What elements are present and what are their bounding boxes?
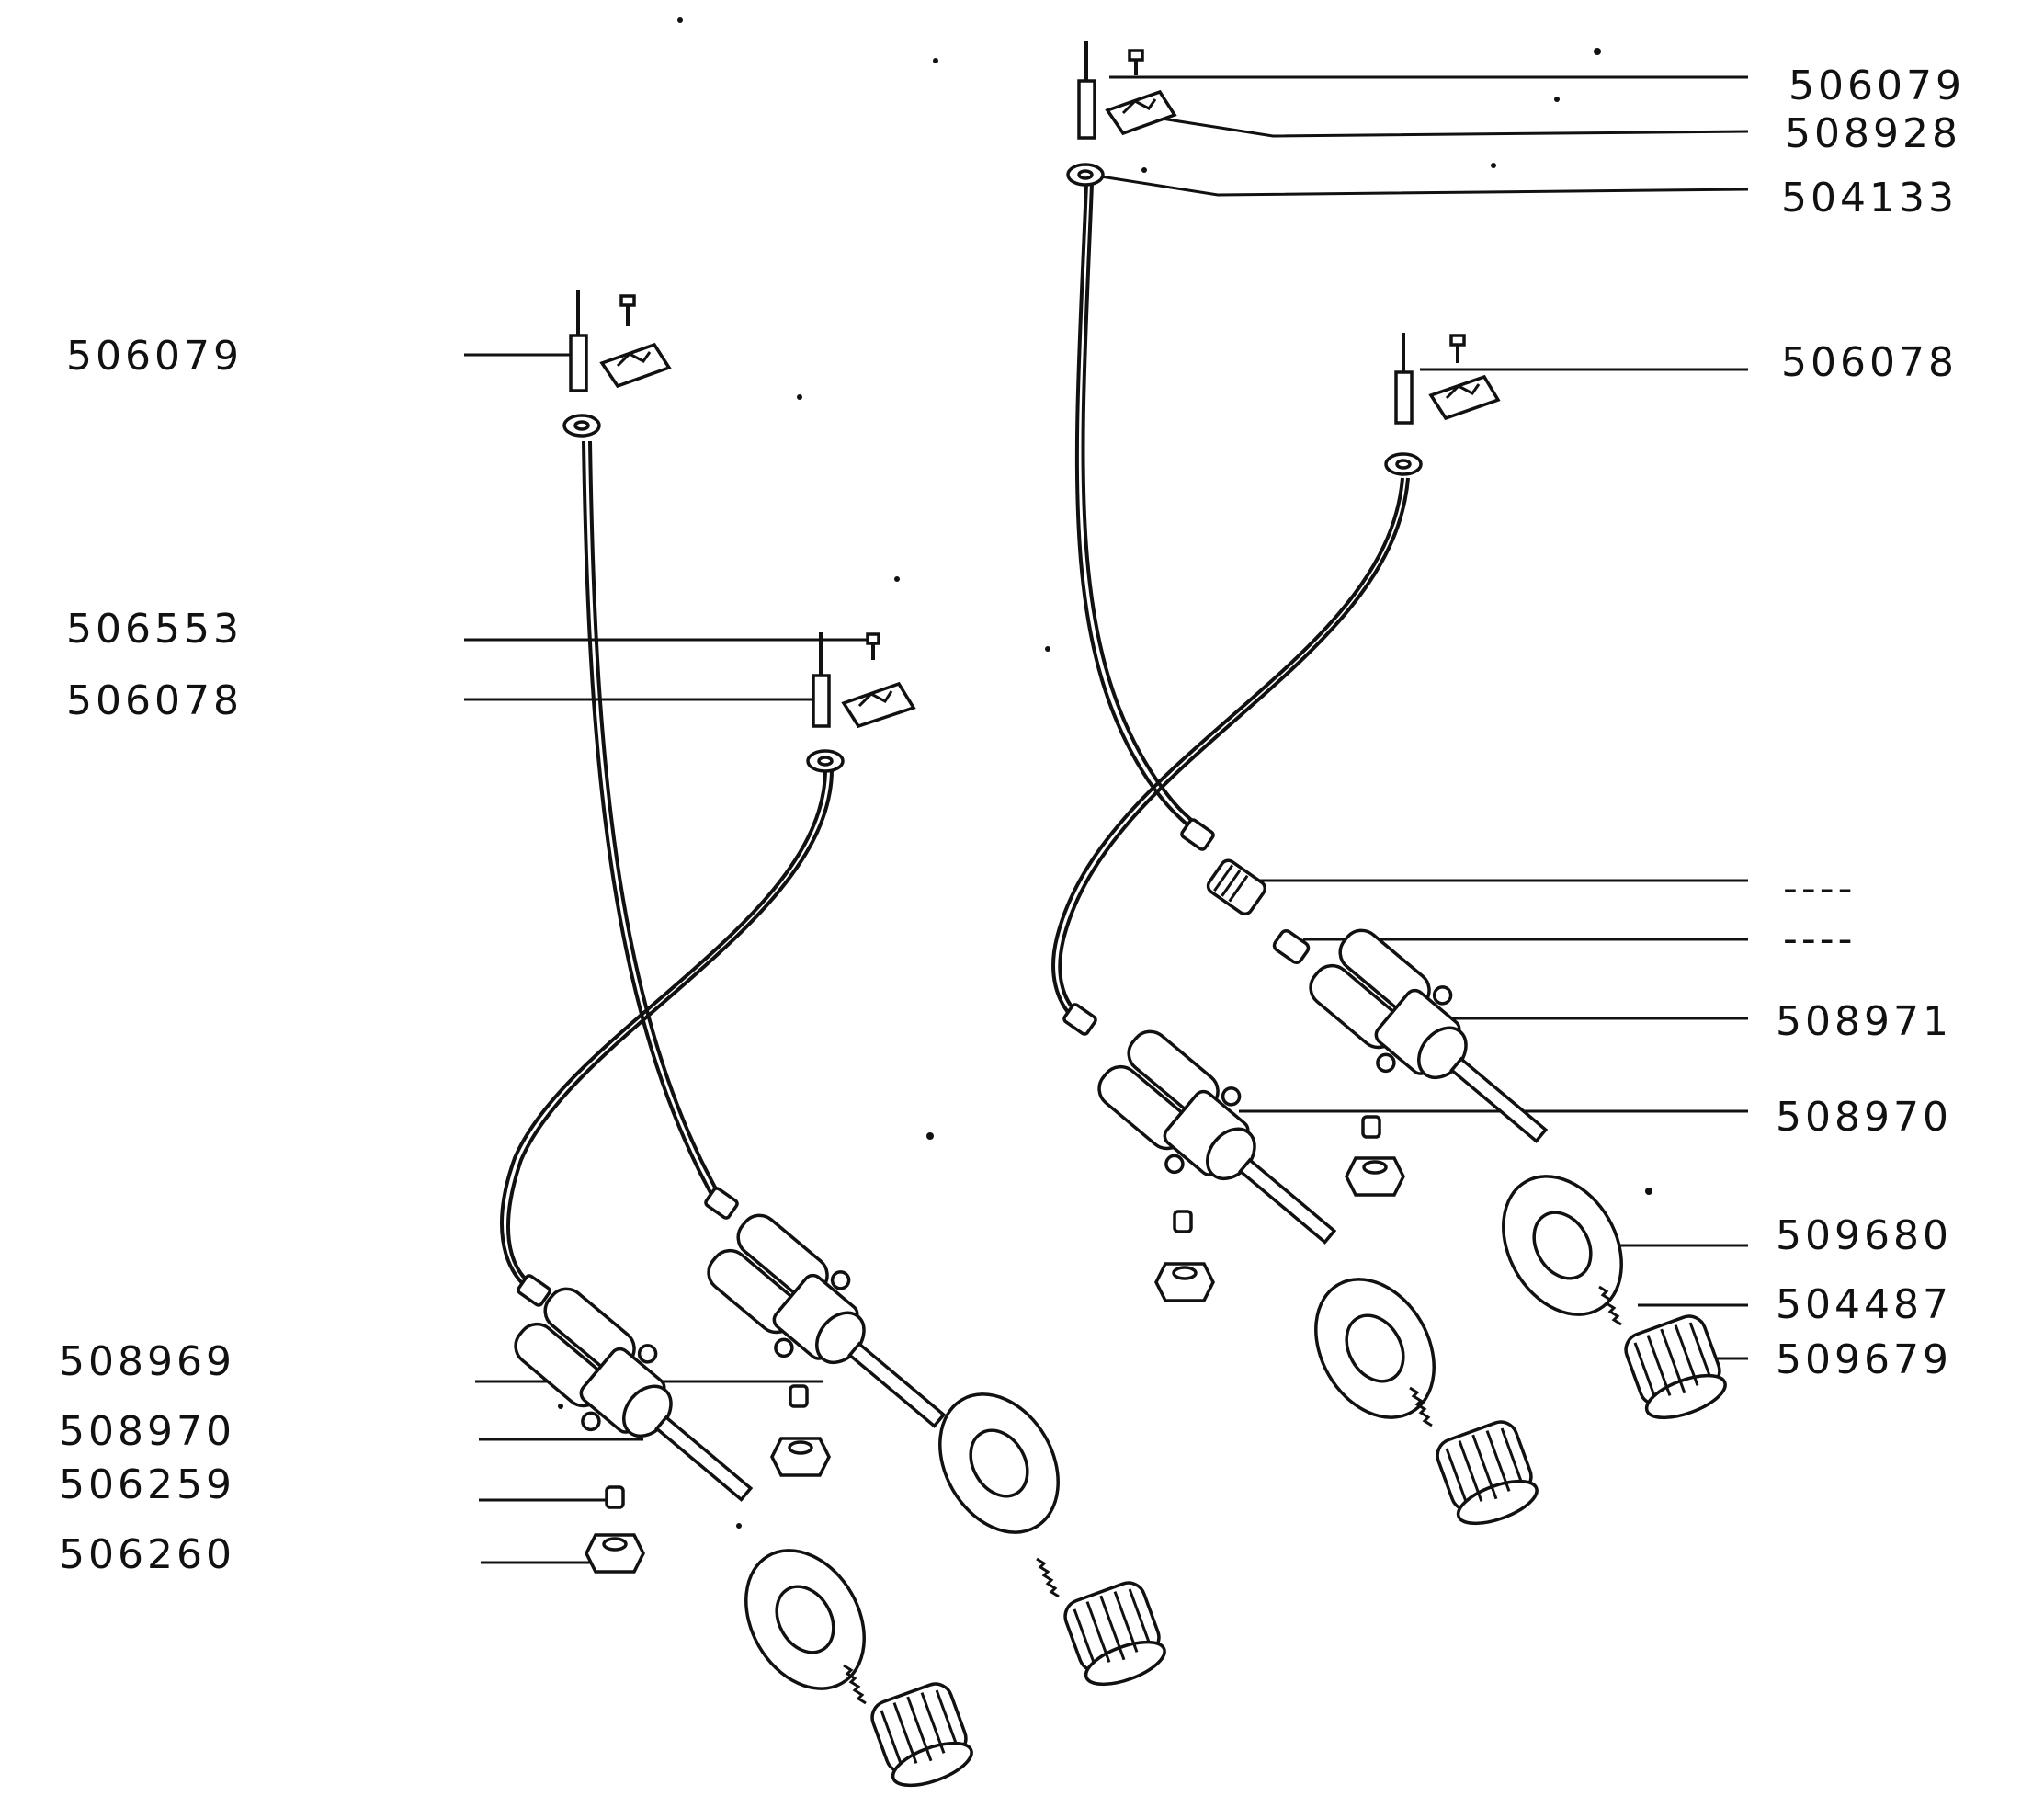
scan-speckles (558, 17, 1652, 1529)
cable-connectors (517, 818, 1311, 1307)
nuts-and-jets (585, 1115, 1405, 1574)
leader-line-508928 (1143, 114, 1749, 138)
part-label-506079-right: 506079 (1788, 63, 1965, 109)
clip-left-1 (599, 342, 672, 389)
part-label-508970-left: 508970 (59, 1408, 235, 1455)
nut-right-front (1154, 1262, 1215, 1302)
part-label-509679: 509679 (1776, 1336, 1952, 1383)
clip-left-2 (841, 681, 916, 729)
cable-right-b-2 (1058, 477, 1410, 1017)
clip-right-2-slot (1445, 383, 1481, 400)
bezel-plates (744, 1175, 1623, 1690)
part-label-504133: 504133 (1781, 175, 1958, 222)
probe-parts (562, 49, 1501, 773)
part-label-508969: 508969 (59, 1338, 235, 1385)
clip-right-1 (1105, 89, 1177, 136)
washer-left-1-hole (573, 420, 590, 431)
bezel-left-front (744, 1549, 866, 1690)
nut-right-back (1345, 1156, 1405, 1197)
connector-right-b (1062, 1003, 1097, 1036)
valve-right-front (1097, 1029, 1337, 1245)
screw-right-2 (1449, 334, 1466, 363)
probe-body-left-1 (569, 334, 588, 392)
part-label-508970-right: 508970 (1776, 1094, 1952, 1141)
clip-right-1-slot (1121, 98, 1157, 115)
part-label-508928: 508928 (1785, 110, 1961, 157)
connector-left-a (704, 1187, 739, 1220)
spring-right-back (1598, 1285, 1622, 1326)
cable-left-b (500, 767, 828, 1293)
leader-line-504133 (1088, 173, 1749, 197)
part-label-dash-1: ---- (1783, 865, 1857, 912)
bezel-right-back (1502, 1175, 1623, 1316)
fitting-coupler (1206, 858, 1267, 916)
part-label-506078-left: 506078 (66, 677, 243, 724)
spring-left-front (843, 1664, 867, 1705)
cable-left-b-2 (505, 767, 835, 1289)
washer-right-1-hole (1077, 169, 1094, 180)
clip-left-1-slot (616, 351, 652, 368)
bezel-left-back (938, 1392, 1060, 1534)
clip-right-2 (1428, 374, 1501, 421)
connector-left-b (517, 1274, 551, 1307)
thermocouple-cables (500, 41, 1410, 1293)
part-label-506078-right: 506078 (1781, 339, 1958, 386)
jet-left-front (605, 1485, 625, 1509)
screw-left-1 (619, 294, 636, 326)
washer-right-2-hole (1395, 459, 1412, 470)
knob-left-front (870, 1682, 973, 1788)
screw-right-1 (1128, 49, 1144, 75)
cable-right-a-2 (1081, 183, 1201, 829)
jet-left-back (789, 1384, 809, 1408)
part-label-509680: 509680 (1776, 1212, 1952, 1259)
probe-body-right-1 (1077, 79, 1096, 140)
valve-left-back (707, 1213, 947, 1428)
connector-right-a (1180, 818, 1215, 851)
bezel-right-front (1314, 1278, 1436, 1419)
clip-left-2-slot (857, 690, 893, 708)
jet-right-front (1173, 1210, 1193, 1233)
cable-right-a (1074, 183, 1197, 834)
control-knobs (870, 1314, 1727, 1788)
part-label-506260: 506260 (59, 1531, 235, 1578)
knob-left-back (1063, 1581, 1166, 1687)
washer-left-2-hole (817, 756, 834, 767)
cable-left-a (582, 440, 719, 1205)
springs (843, 1285, 1622, 1705)
part-label-dash-2: ---- (1783, 915, 1857, 962)
cable-left-a-2 (588, 440, 724, 1201)
part-label-508971: 508971 (1776, 998, 1952, 1045)
part-label-506553: 506553 (66, 606, 243, 653)
probe-body-left-2 (812, 674, 831, 728)
part-label-506079-left: 506079 (66, 333, 243, 380)
part-label-506259: 506259 (59, 1461, 235, 1508)
nut-left-front (585, 1533, 645, 1574)
screw-left-2 (866, 632, 880, 660)
knob-right-back (1624, 1314, 1727, 1420)
probe-body-right-2 (1394, 370, 1414, 425)
spring-right-front (1409, 1386, 1433, 1427)
part-label-504487: 504487 (1776, 1281, 1952, 1328)
valve-left-front (514, 1287, 754, 1502)
cable-right-b (1051, 477, 1404, 1020)
fitting-insert (1272, 929, 1311, 964)
jet-right-back (1361, 1115, 1381, 1139)
spring-left-back (1036, 1557, 1060, 1598)
leader-lines (464, 75, 1749, 1564)
valve-right-back (1309, 928, 1549, 1143)
knob-right-front (1436, 1420, 1539, 1526)
nut-left-back (770, 1437, 831, 1477)
